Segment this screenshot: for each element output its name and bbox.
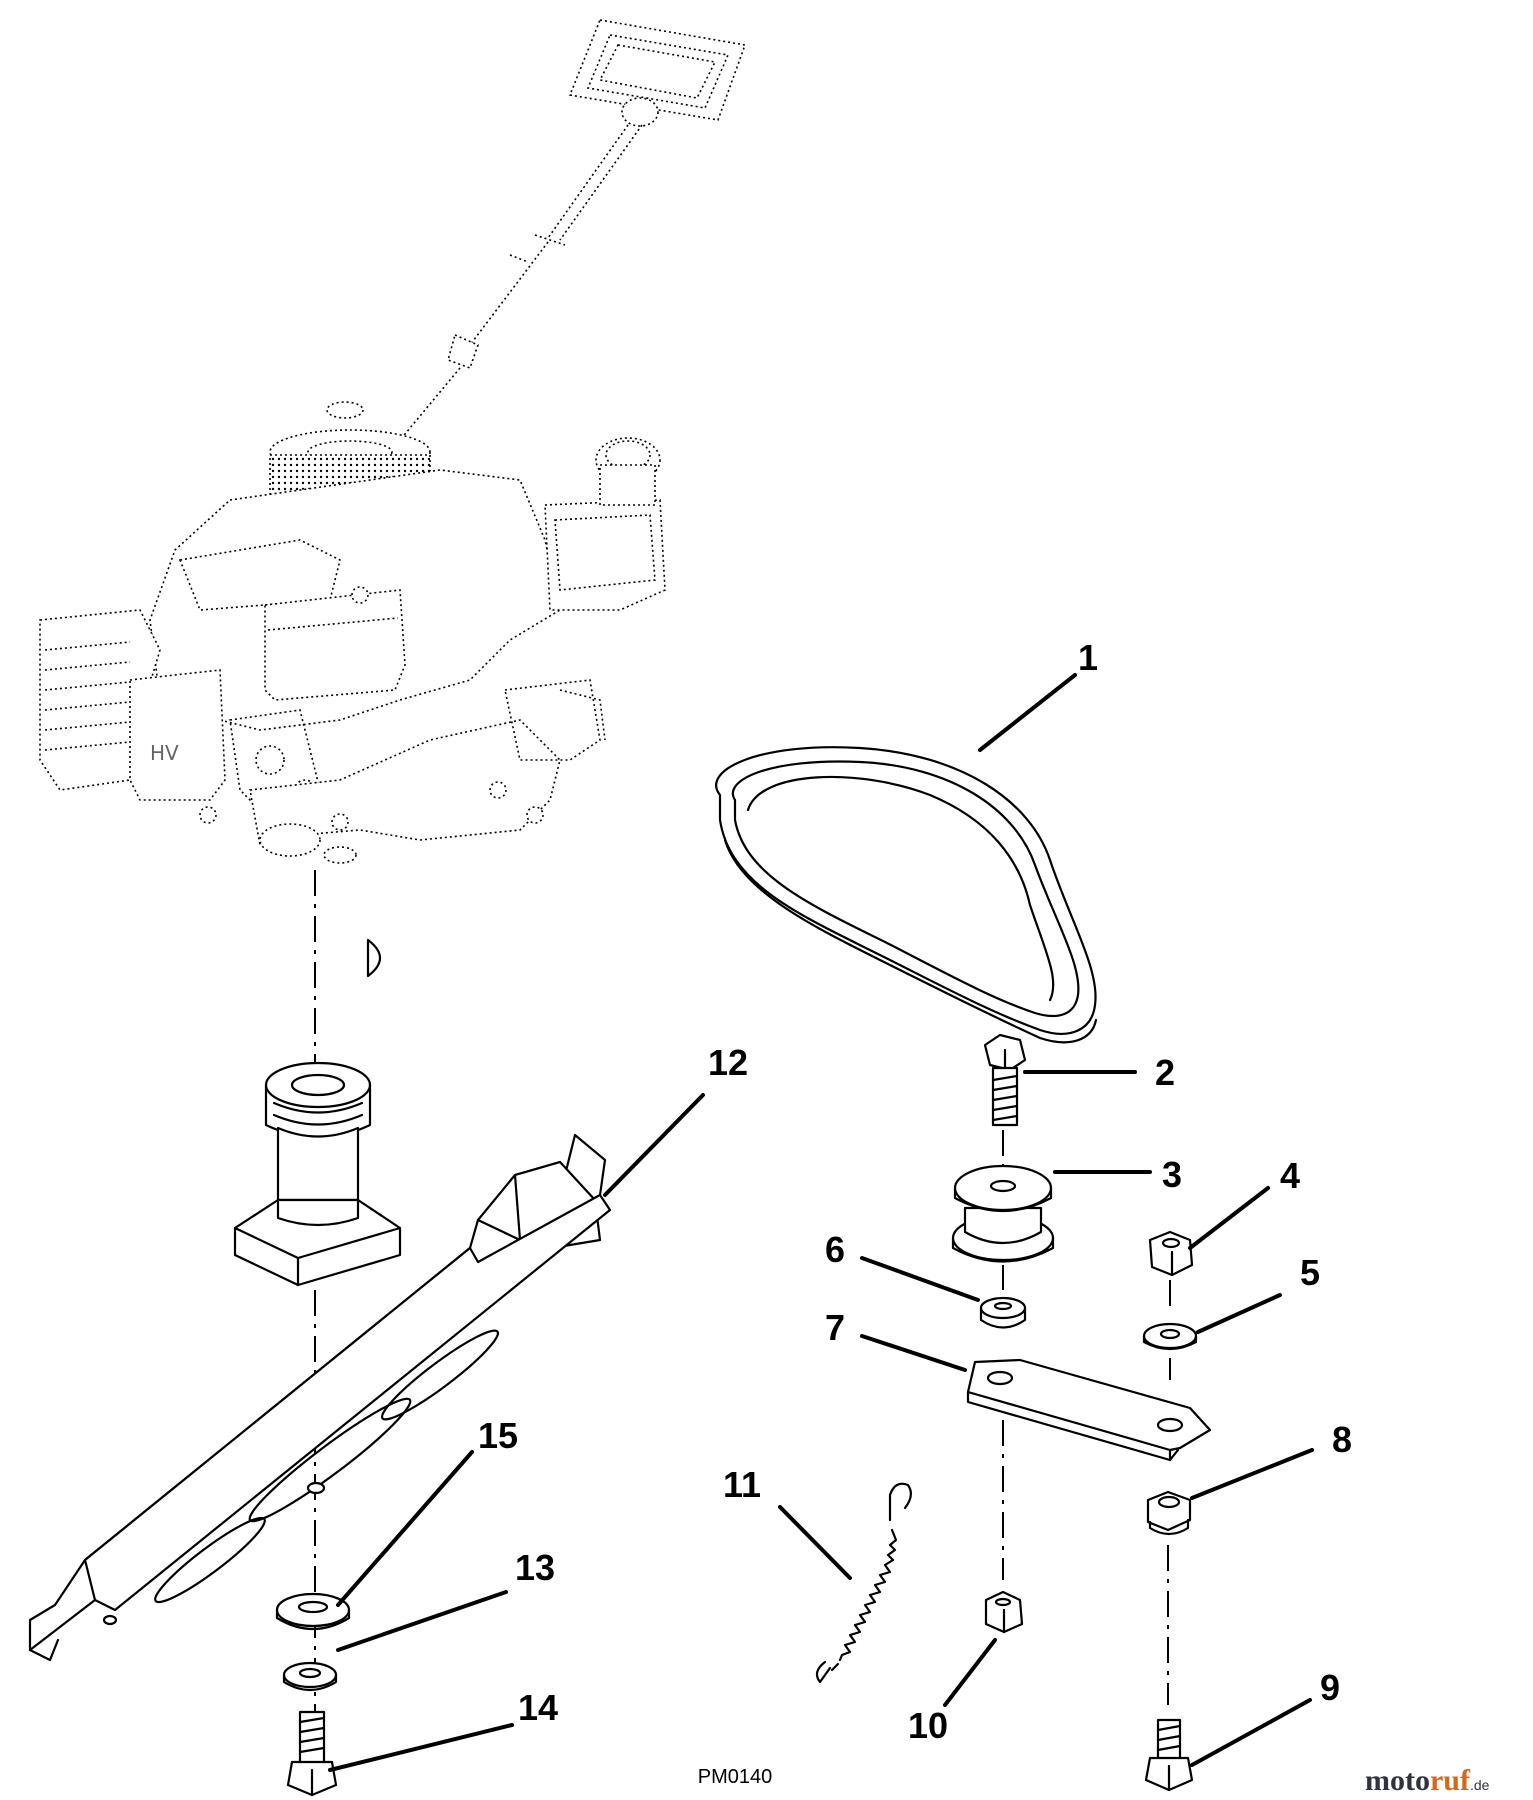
watermark-part-c: .de xyxy=(1470,1777,1490,1793)
label-6: 6 xyxy=(825,1229,845,1270)
flange-bushing xyxy=(1146,1490,1192,1536)
label-8: 8 xyxy=(1332,1419,1352,1460)
engine-block: HV xyxy=(39,437,666,864)
watermark-part-a: moto xyxy=(1365,1764,1430,1797)
label-10: 10 xyxy=(908,1705,948,1746)
lock-nut-lower xyxy=(984,1590,1024,1634)
blade-bolt xyxy=(286,1710,338,1797)
blade-adapter xyxy=(233,1061,402,1287)
washer-large xyxy=(275,1592,351,1630)
label-9: 9 xyxy=(1320,1667,1340,1708)
pulley-bolt xyxy=(983,1033,1027,1127)
label-7: 7 xyxy=(825,1307,845,1348)
idler-arm xyxy=(966,1358,1212,1462)
label-15: 15 xyxy=(478,1415,518,1456)
label-2: 2 xyxy=(1155,1052,1175,1093)
flat-washer xyxy=(1142,1322,1198,1351)
arm-bolt xyxy=(1144,1718,1194,1792)
dipstick xyxy=(399,19,747,441)
svg-text:HV: HV xyxy=(150,741,179,765)
engine-illustration: HV xyxy=(39,19,747,864)
key xyxy=(366,938,382,978)
mower-blade xyxy=(28,1133,612,1662)
svg-text:motoruf.de: motoruf.de xyxy=(1365,1764,1490,1797)
leader-lines xyxy=(328,673,1314,1772)
drive-belt xyxy=(715,746,1098,1044)
watermark-logo: motoruf.de xyxy=(1365,1764,1490,1797)
idler-pulley xyxy=(951,1164,1055,1263)
label-11: 11 xyxy=(723,1464,761,1505)
lock-washer xyxy=(282,1661,338,1692)
drawing-code: PM0140 xyxy=(698,1766,773,1788)
label-14: 14 xyxy=(518,1687,558,1728)
label-5: 5 xyxy=(1300,1252,1320,1293)
label-1: 1 xyxy=(1078,637,1098,678)
label-3: 3 xyxy=(1162,1154,1182,1195)
idler-spring xyxy=(815,1482,912,1684)
label-13: 13 xyxy=(515,1547,555,1588)
spacer xyxy=(979,1296,1027,1329)
label-4: 4 xyxy=(1280,1155,1300,1196)
watermark-part-b: ruf xyxy=(1430,1764,1471,1797)
label-12: 12 xyxy=(708,1042,748,1083)
lock-nut-upper xyxy=(1148,1230,1194,1277)
part-labels: 1 2 3 4 5 6 7 8 9 10 11 12 13 14 15 xyxy=(478,637,1352,1746)
